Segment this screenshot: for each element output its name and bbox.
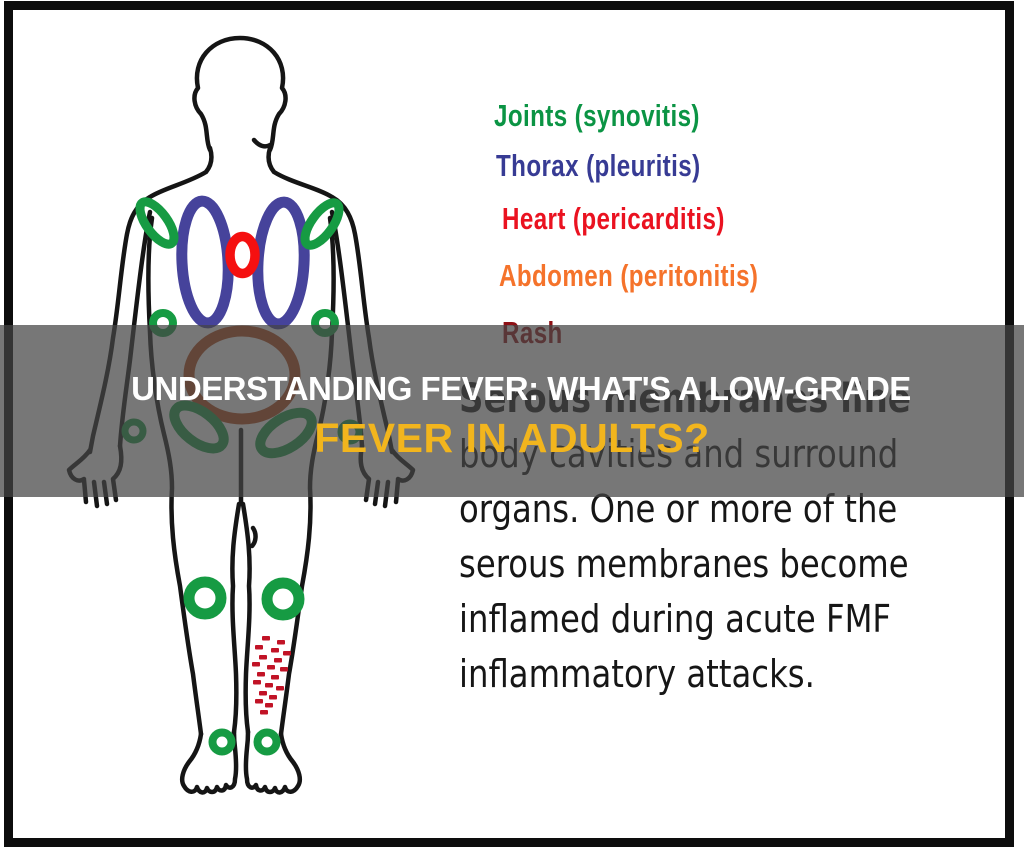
thigh-accent [249,525,258,549]
legend-joints: Joints (synovitis) [494,98,700,133]
right-knee-joint-marker [261,577,305,621]
left-shoulder-joint-marker [135,197,179,249]
left-inner-leg [230,501,242,735]
caption-line: serous membranes become [459,542,909,586]
caption-line: inflammatory attacks. [459,652,815,696]
right-foot [243,729,303,795]
right-ankle-joint-marker [253,728,281,756]
banner-title-line2: FEVER IN ADULTS? [314,415,710,461]
title-banner-overlay: UNDERSTANDING FEVER: WHAT'S A LOW-GRADE … [0,325,1024,497]
left-lung-marker [176,195,234,329]
right-lung-marker [252,196,310,330]
caption-line: inflamed during acute FMF [459,597,892,641]
right-shoulder-joint-marker [300,198,344,250]
left-knee-joint-marker [183,576,227,620]
thorax-markers [176,195,310,330]
left-ankle-joint-marker [208,728,236,756]
rash-marks [252,636,291,715]
banner-title-line1: UNDERSTANDING FEVER: WHAT'S A LOW-GRADE [131,370,911,407]
legend-heart: Heart (pericarditis) [502,201,725,236]
right-inner-leg [240,501,252,735]
left-foot [179,729,239,795]
heart-marker [225,231,260,279]
collar-accent [251,137,273,149]
legend-abdomen: Abdomen (peritonitis) [499,258,759,293]
legend-thorax: Thorax (pleuritis) [496,148,701,183]
head-outline [192,35,288,153]
